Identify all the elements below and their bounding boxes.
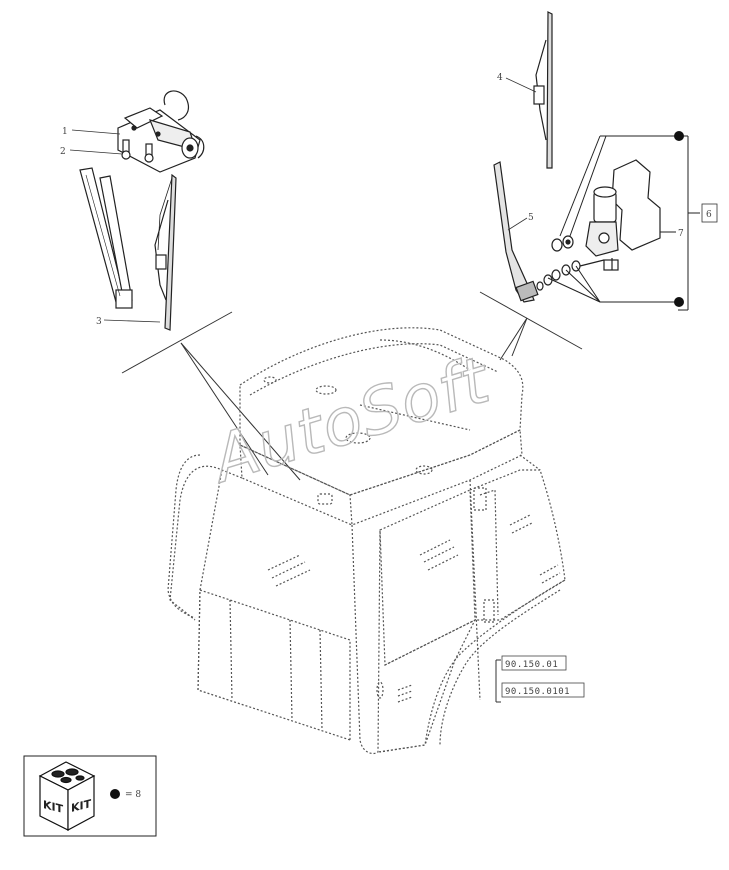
detail-leader-lines-right — [479, 291, 583, 361]
cross-reference-2[interactable]: 90.150.0101 — [505, 687, 570, 697]
callout-6: 6 — [706, 210, 712, 220]
cross-reference-group: 90.150.01 90.150.0101 — [495, 655, 585, 703]
kit-label-right: KIT — [71, 797, 91, 815]
callout-7: 7 — [678, 229, 684, 239]
front-wiper-blade — [154, 173, 177, 331]
kit-label-left: KIT — [43, 798, 63, 816]
callout-4: 4 — [497, 73, 503, 83]
kit-marker-dot-bottom — [674, 297, 684, 307]
callout-2: 2 — [60, 147, 66, 157]
watermark-text: AutoSoft — [201, 343, 500, 499]
rear-wiper-arm — [493, 161, 539, 303]
callout-leader-4 — [505, 77, 537, 93]
rear-wiper-blade — [533, 11, 553, 169]
front-wiper-arm — [79, 167, 133, 309]
front-wiper-motor — [117, 90, 205, 173]
cross-reference-1[interactable]: 90.150.01 — [505, 660, 558, 670]
callout-6-box — [701, 203, 718, 223]
tractor-cab — [167, 327, 566, 755]
rear-wiper-motor — [536, 159, 661, 291]
kit-item-reference: = 8 — [125, 790, 141, 800]
callout-leader-5 — [507, 217, 528, 231]
callout-leaders-left — [69, 129, 161, 323]
callout-1: 1 — [62, 127, 68, 137]
kit-bullet-icon — [110, 789, 120, 799]
kit-box-icon — [38, 761, 96, 832]
cross-reference-box-2[interactable] — [501, 682, 585, 698]
callout-5: 5 — [528, 213, 534, 223]
callout-3: 3 — [96, 317, 102, 327]
kit-6-bracket — [547, 135, 700, 311]
kit-marker-dot-top — [674, 131, 684, 141]
kit-legend: KIT KIT = 8 — [23, 755, 157, 837]
cross-reference-box-1[interactable] — [501, 655, 567, 671]
